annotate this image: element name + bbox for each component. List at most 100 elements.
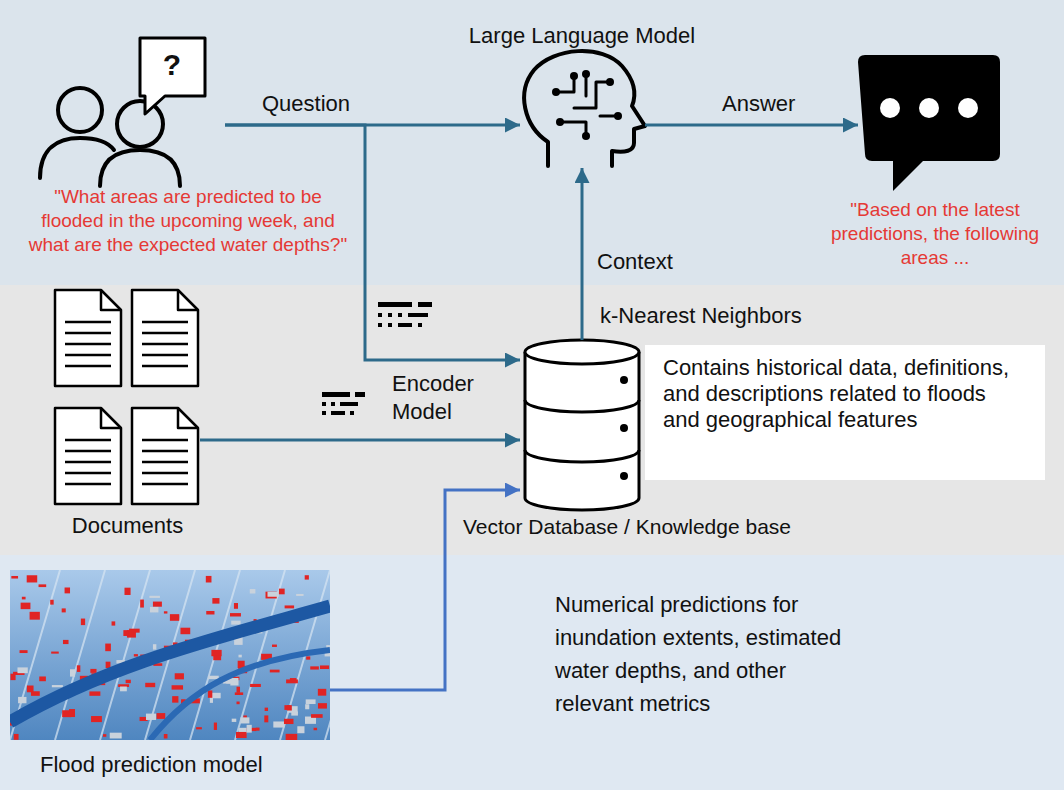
documents-icon: [55, 290, 198, 504]
flood-map-image: [230, 613, 241, 616]
flood-map-image: [52, 685, 63, 687]
flood-map-image: [325, 570, 330, 740]
description-box: Contains historical data, definitions, a…: [645, 345, 1045, 480]
flood-map-image: [305, 704, 309, 709]
node-text: Flood prediction model: [40, 751, 340, 779]
flood-map-image: [213, 656, 221, 661]
node-text: Contains historical data, definitions, a…: [663, 355, 1027, 433]
users-icon: [58, 88, 102, 132]
flood-map-image: [106, 662, 111, 668]
llm-node: Large Language Model: [520, 52, 645, 168]
flood-map-image: [318, 689, 326, 696]
flood-map-image: [27, 575, 38, 582]
documents-icon: [65, 343, 111, 346]
flood-map-image: [265, 708, 268, 711]
encoder-icon: [350, 411, 354, 415]
flood-map-image: [264, 715, 268, 722]
flood-map-image: [318, 703, 327, 708]
flood-map-image: [70, 669, 75, 676]
flood-map-image: [237, 687, 240, 693]
flood-map-image: [164, 734, 168, 738]
flood-map-image: [164, 611, 167, 613]
database-icon: [525, 400, 639, 412]
brain-icon: [582, 70, 590, 78]
documents-icon: [142, 332, 188, 335]
database-icon: [620, 376, 628, 480]
flood-map-image: [239, 655, 242, 658]
flood-map-image: [196, 727, 202, 729]
flood-map-image: [212, 598, 219, 604]
database-icon: [525, 340, 639, 364]
node-text: Vector Database / Knowledge base: [452, 514, 802, 540]
documents-icon: [101, 290, 121, 310]
flood-map-image: [284, 719, 294, 724]
edge-label: Question: [262, 90, 350, 118]
node-text: Documents: [30, 512, 225, 540]
documents-icon: [142, 354, 188, 357]
flood-map-image: [123, 630, 128, 636]
flood-map-image: [306, 656, 310, 659]
flood-map-image: [127, 630, 136, 638]
flood-map-image: [51, 652, 59, 654]
encoder-icon: [418, 302, 432, 307]
flood-map-image: [145, 683, 155, 687]
flood-map-image: [120, 687, 127, 692]
brain-icon: [560, 122, 586, 136]
flood-map-image: [31, 691, 40, 696]
encoder-icon: [398, 323, 412, 327]
documents-icon: [142, 461, 188, 464]
flood-map-image: [208, 690, 212, 697]
documents-icon: [101, 408, 121, 428]
answer-bubble-icon: [880, 98, 900, 118]
answer-bubble-icon: [919, 98, 939, 118]
flood-map-image: [14, 734, 19, 740]
edge-label: Context: [597, 248, 673, 276]
flood-map-image: [279, 589, 285, 595]
flood-map-image: [10, 570, 330, 740]
flood-map-image: [21, 603, 31, 610]
brain-icon: [552, 70, 622, 140]
encoder-icon: [331, 402, 335, 406]
flood-map-image: [291, 711, 298, 715]
documents-icon: [132, 290, 198, 386]
flood-map-image: [208, 676, 218, 679]
edge-label: Encoder Model: [392, 370, 492, 425]
brain-icon: [524, 51, 645, 166]
encoder-icon: [398, 313, 402, 317]
flood-map-image: [20, 650, 28, 653]
brain-icon: [606, 78, 614, 86]
flood-map-image: [17, 667, 27, 673]
flood-map-image: [314, 728, 318, 730]
database-icon: [620, 424, 628, 432]
flood-map-image: [77, 665, 80, 672]
encoder-icon: [322, 392, 350, 397]
flood-model-node: Flood prediction model: [10, 570, 330, 740]
flood-map-image: [235, 570, 285, 740]
flood-map-image: [190, 570, 240, 740]
encoder-icon: [322, 402, 326, 406]
users-icon: [117, 101, 163, 147]
encoder-icon: [418, 323, 422, 327]
node-text: "What areas are predicted to be flooded …: [23, 185, 353, 256]
encoder-icon: [322, 392, 365, 415]
flood-map-image: [237, 702, 240, 705]
documents-icon: [55, 290, 121, 386]
encoder-icon: [331, 411, 345, 415]
flood-map-image: [140, 600, 144, 608]
documents-icon: [65, 472, 111, 475]
flood-map-image: [18, 697, 26, 703]
flood-map-image: [287, 705, 292, 710]
encoder-icon: [378, 302, 412, 307]
documents-icon: [142, 439, 188, 442]
flood-map-image: [10, 570, 330, 740]
flood-map-image: [286, 734, 298, 740]
flood-map-image: [55, 570, 105, 740]
database-icon: [525, 450, 639, 462]
flood-map-image: [62, 608, 66, 612]
flood-map-image: [90, 669, 96, 673]
documents-icon: [142, 365, 188, 368]
flood-map-image: [320, 665, 329, 669]
flood-map-image: [153, 602, 162, 607]
flood-map-image: [270, 670, 280, 673]
database-icon: [620, 376, 628, 384]
